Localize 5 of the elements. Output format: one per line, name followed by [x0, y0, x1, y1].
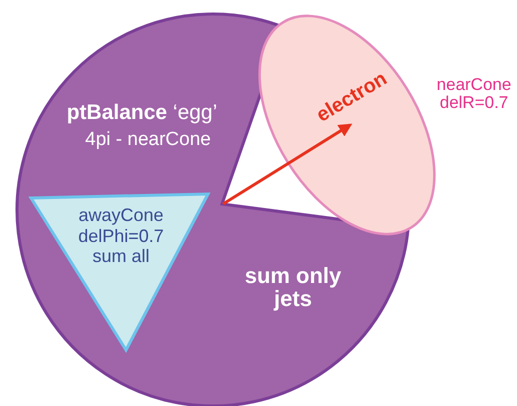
region-label: 4pi - nearCone: [84, 129, 212, 151]
region-label: sum only jets: [244, 264, 342, 310]
region-title: ptBalance ‘egg’: [66, 101, 218, 126]
cone-caption: nearCone delR=0.7: [436, 76, 512, 112]
cone-label: awayCone delPhi=0.7 sum all: [77, 205, 165, 268]
